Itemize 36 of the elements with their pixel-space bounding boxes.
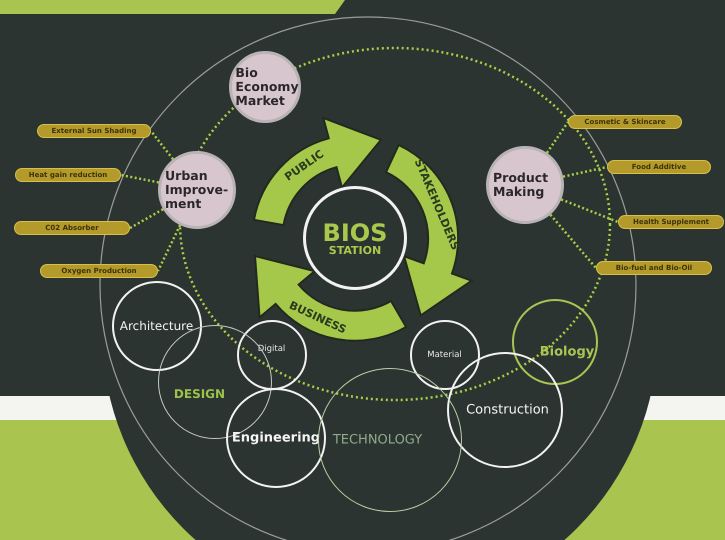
tag-pill [596,261,712,275]
dotted-connector [562,166,608,178]
field-label: Biology [540,344,594,360]
field-label: Construction [466,402,549,417]
tag-pill [618,215,724,229]
venn-circle [410,320,480,390]
topic-label: Urban Improve-ment [164,169,230,211]
dotted-connector [156,224,182,272]
field-label: Material [427,350,462,360]
tag-pill [37,124,151,138]
dotted-connector [120,174,159,184]
field-label: Engineering [232,430,320,446]
center-subtitle: STATION [328,244,382,256]
dotted-connector [549,214,597,269]
field-label: DESIGN [174,386,226,400]
curved-arrow-shape [384,144,472,316]
dotted-connector [150,130,174,160]
venn-circle [512,299,598,385]
dotted-connector [546,121,570,154]
tag-pill [40,264,158,278]
dotted-connector [560,198,618,224]
dotted-connector [129,208,164,230]
field-label: TECHNOLOGY [332,432,422,447]
topic-label: Product Making [492,171,550,199]
tag-pill [607,160,711,174]
tag-pill [15,168,121,182]
venn-circle [112,281,202,371]
tag-pill [14,221,130,235]
tag-pill [568,115,682,129]
venn-circle [226,388,326,488]
curved-arrow-shape [254,255,408,342]
field-label: Architecture [120,318,194,332]
center-title: BIOS [322,220,388,244]
center-circle [303,186,407,290]
topic-label: Bio Economy Market [234,66,299,108]
venn-circle [318,368,462,512]
